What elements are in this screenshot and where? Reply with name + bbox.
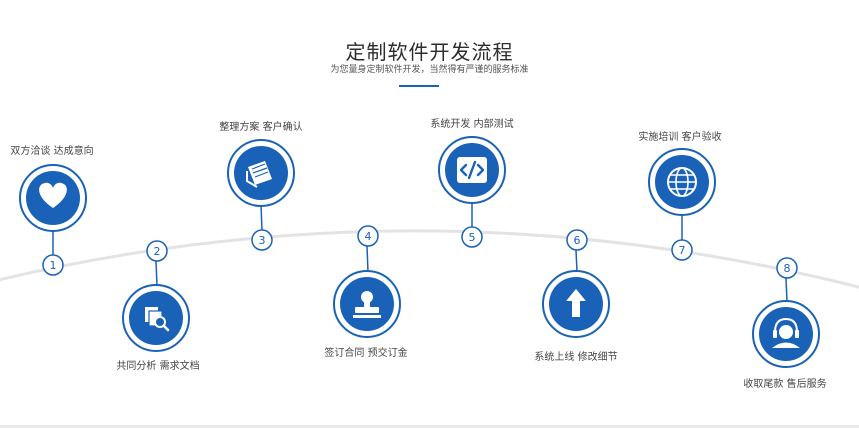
up-arrow — [566, 289, 586, 317]
notebook-pages — [246, 171, 258, 188]
upload-arrow-icon — [566, 289, 586, 317]
code-brackets — [459, 160, 485, 180]
headset-shoulders — [772, 342, 800, 348]
process-step: 3 — [227, 139, 295, 251]
step-number: 6 — [574, 234, 581, 247]
stamp-icon — [353, 291, 381, 318]
page-subtitle: 为您量身定制软件开发，当然得有严谨的服务标准 — [330, 65, 529, 75]
step-label: 双方洽谈 达成意向 — [10, 146, 94, 157]
notebook-cover — [248, 161, 272, 185]
headset-band — [774, 317, 798, 333]
process-step: 1 — [19, 164, 87, 276]
stamp-base — [355, 307, 379, 313]
document-search-icon — [145, 307, 170, 332]
heart-shape — [39, 182, 67, 208]
step-number: 7 — [679, 244, 686, 257]
step-connector — [260, 204, 263, 231]
stamp-neck — [364, 302, 370, 307]
step-number-circle — [776, 257, 798, 279]
magnifier-lens — [154, 316, 166, 328]
bottom-divider — [0, 425, 859, 428]
heart-icon — [39, 182, 67, 208]
headset-ear-left — [773, 330, 777, 338]
code-icon — [457, 157, 487, 183]
step-connector — [785, 277, 788, 303]
step-number: 8 — [784, 262, 791, 275]
step-label: 签订合同 预交订金 — [324, 348, 408, 359]
page-title: 定制软件开发流程 — [345, 40, 514, 64]
globe-icon — [667, 167, 697, 197]
step-number: 5 — [469, 231, 476, 244]
title-accent-line — [399, 85, 439, 87]
step-number-circle — [251, 229, 273, 251]
step-number: 3 — [259, 234, 266, 247]
process-step: 8 — [752, 257, 820, 368]
step-connector — [575, 249, 578, 273]
step-number-circle — [42, 254, 64, 276]
step-number: 2 — [154, 245, 161, 258]
stamp-plate — [353, 315, 381, 318]
step-label: 共同分析 需求文档 — [116, 361, 200, 372]
step-label: 整理方案 客户确认 — [219, 122, 303, 133]
step-number-circle — [357, 225, 379, 247]
step-label: 系统开发 内部测试 — [430, 119, 514, 130]
step-connector — [366, 245, 369, 273]
magnifier-handle — [162, 324, 170, 332]
step-number-circle — [671, 239, 693, 261]
headset-icon — [772, 317, 800, 348]
headset-ear-right — [795, 330, 799, 338]
step-number-circle — [566, 229, 588, 251]
step-number-circle — [461, 226, 483, 248]
process-step: 6 — [542, 229, 610, 338]
headset-head — [779, 325, 793, 339]
step-label: 系统上线 修改细节 — [534, 352, 618, 363]
step-number: 4 — [365, 230, 372, 243]
notebook-lines — [251, 163, 269, 178]
step-connector — [155, 260, 158, 287]
process-step: 2 — [122, 240, 190, 352]
step-label: 实施培训 客户验收 — [638, 132, 722, 143]
step-label: 收取尾款 售后服务 — [743, 379, 827, 390]
process-step: 5 — [438, 136, 506, 248]
step-number: 1 — [50, 259, 57, 272]
process-step: 4 — [333, 225, 401, 338]
timeline-arc — [0, 229, 859, 289]
notebook-pen-icon — [246, 161, 272, 188]
globe-parallels — [668, 174, 696, 190]
stamp-knob — [361, 291, 373, 303]
step-number-circle — [146, 240, 168, 262]
process-step: 7 — [648, 148, 716, 261]
